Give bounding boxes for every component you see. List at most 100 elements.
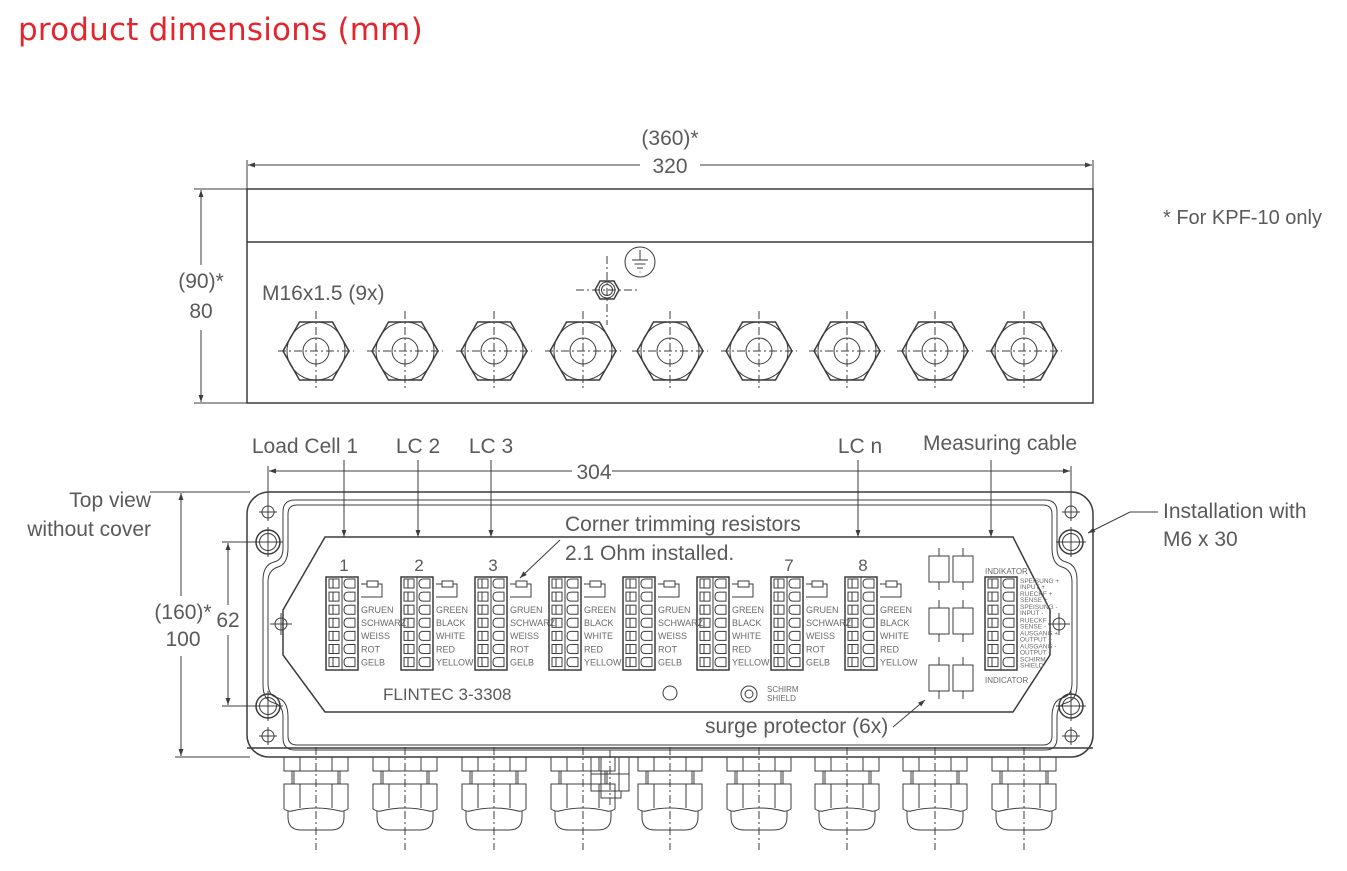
mounting-screw-hole [1056,527,1086,557]
cable-gland-row [278,311,1062,391]
callout-lc2: LC 2 [396,435,440,458]
lid-screw-hole [1062,727,1080,745]
front-view: (360)* 320 (90)* 80 M16x1.5 (9x) * For K… [178,127,1322,404]
shield-terminal-icon [740,685,758,703]
height-dimension: 80 [189,300,212,323]
cable-gland-side [550,747,616,850]
wire-color-label: WHITE [436,631,465,641]
housing-inner-contour-2 [267,504,1073,746]
top-height-alt-dimension: (160)* [154,601,211,624]
shield-label-de: SCHIRM [767,685,799,694]
surge-protector [952,548,974,590]
housing-inner-contour [262,499,1078,751]
wire-color-label: WEISS [361,631,390,641]
wire-color-label: GRUEN [806,605,839,615]
surge-protector [928,600,950,642]
indicator-terminal-label: SPEISUNG + [1020,578,1059,585]
indicator-terminal-label: SCHIRM [1020,657,1046,664]
brand-model-label: FLINTEC 3-3308 [383,685,512,704]
cable-gland-front [632,311,708,391]
indicator-terminal-label: OUTPUT - [1020,650,1051,657]
callout-arrow [1087,511,1158,534]
wire-color-label: BLACK [880,618,910,628]
indicator-terminal-label: RUECKF + [1020,591,1053,598]
wire-color-label: YELLOW [436,657,474,667]
indicator-terminal-label: SPEISUNG - [1020,604,1058,611]
width-alt-dimension: (360)* [641,127,698,150]
wire-color-label: WHITE [584,631,613,641]
wire-color-label: ROT [658,644,678,654]
wire-color-label: ROT [806,644,826,654]
wire-color-label: WHITE [732,631,761,641]
cable-gland-side [461,747,527,850]
indicator-top-label: INDIKATOR [985,567,1028,576]
cable-gland-side [372,747,438,850]
cable-gland-front [986,311,1062,391]
lid-screw-hole [259,727,277,745]
ground-bolt-side [590,750,630,805]
terminal-number: 1 [339,556,348,575]
indicator-terminal-label: SHIELD [1020,663,1044,670]
surge-protector [952,600,974,642]
surge-protectors [928,548,974,699]
cable-gland-side [283,747,349,850]
surge-protector [928,548,950,590]
cable-gland-front [367,311,443,391]
wire-color-label: ROT [510,644,530,654]
top-height-dimension: 100 [165,628,200,651]
wire-color-label: BLACK [732,618,762,628]
terminal-blocks: 1GRUENSCHWARZWEISSROTGELB2GREENBLACKWHIT… [325,556,918,671]
page-title: product dimensions (mm) [18,12,423,48]
wire-color-label: SCHWARZ [658,618,704,628]
cable-glands-side-view [283,747,1057,850]
front-housing-outline [246,188,1094,404]
wire-color-label: BLACK [584,618,614,628]
indicator-terminal-label: SENSE + [1020,597,1048,604]
wire-color-label: YELLOW [584,657,622,667]
wire-color-label: WEISS [806,631,835,641]
wire-color-label: WHITE [880,631,909,641]
wire-color-label: RED [732,644,752,654]
inner-height-dimension: 62 [216,609,239,632]
height-alt-dimension: (90)* [178,270,224,293]
cable-gland-front [809,311,885,391]
width-dimension: 320 [652,155,687,178]
circuit-board-outline [282,536,1051,713]
cable-gland-front [278,311,354,391]
top-width-dimension: 304 [576,461,611,484]
top-view-caption-line2: without cover [26,518,151,541]
ground-screw [576,256,638,325]
kpf10-footnote: * For KPF-10 only [1163,207,1322,229]
earth-ground-icon [624,246,656,278]
callout-arrow [519,539,561,579]
indicator-terminal-label: OUTPUT + [1020,636,1052,643]
wire-color-label: GREEN [732,605,764,615]
wire-color-label: YELLOW [732,657,770,667]
wire-color-label: RED [880,644,900,654]
cable-gland-side [991,747,1057,850]
wire-color-label: GELB [658,657,682,667]
wire-color-label: GREEN [436,605,468,615]
callout-trim-resistors-line1: Corner trimming resistors [565,513,801,536]
cable-gland-front [897,311,973,391]
wire-color-label: GELB [806,657,830,667]
terminal-number: 2 [414,556,423,575]
indicator-terminal-block: SPEISUNG +INPUT +RUECKF +SENSE +SPEISUNG… [984,576,1059,671]
top-view-caption-line1: Top view [69,489,152,512]
wire-color-label: GRUEN [658,605,691,615]
cable-gland-front [456,311,532,391]
callout-trim-resistors-line2: 2.1 Ohm installed. [565,542,734,565]
wire-color-label: RED [436,644,456,654]
callout-arrow [892,699,926,728]
wire-color-label: GELB [361,657,385,667]
surge-protector [952,657,974,699]
callout-installation-line1: Installation with [1163,500,1307,523]
indicator-terminal-label: INPUT - [1020,610,1043,617]
